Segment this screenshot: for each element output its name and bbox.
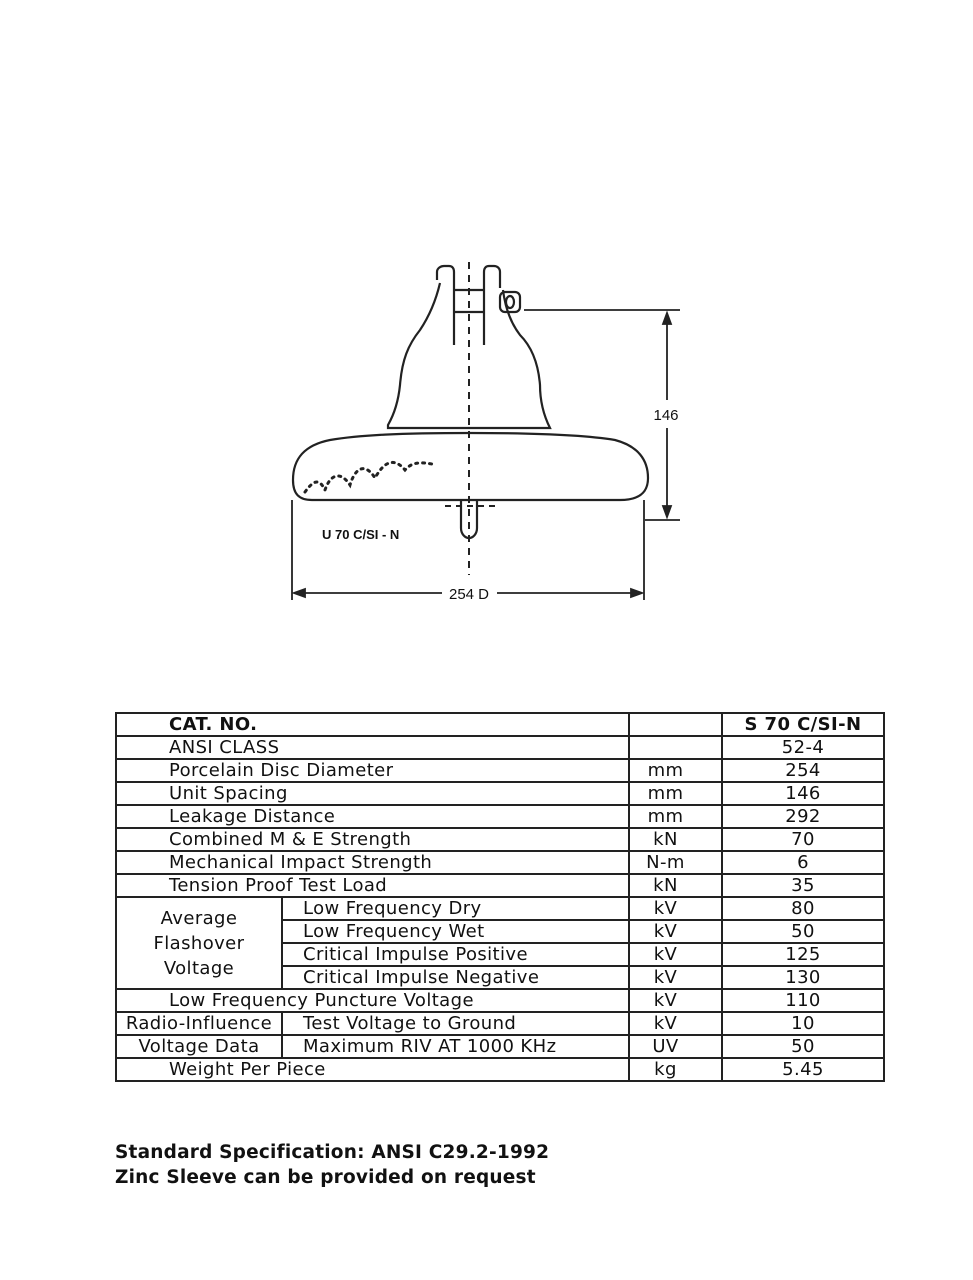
table-header-row: CAT. NO. S 70 C/SI-N (115, 712, 885, 737)
row-value: 254 (721, 758, 885, 783)
row-unit: kV (628, 896, 723, 921)
row-label: Porcelain Disc Diameter (115, 758, 630, 783)
row-unit (628, 735, 723, 760)
row-unit: kg (628, 1057, 723, 1082)
row-unit: kV (628, 942, 723, 967)
table-row: Low Frequency Wet kV 50 (116, 919, 885, 944)
row-value: 125 (721, 942, 885, 967)
riv-group-label: Voltage Data (115, 1034, 283, 1059)
table-row: Voltage Data Maximum RIV AT 1000 KHz UV … (115, 1034, 885, 1059)
row-unit: kN (628, 827, 723, 852)
table-row: Average Flashover Voltage Low Frequency … (115, 896, 885, 990)
flashover-group-line: Average (160, 907, 238, 929)
riv-group-label: Radio-Influence (115, 1011, 283, 1036)
table-row: Radio-Influence Test Voltage to Ground k… (115, 1011, 885, 1036)
row-unit: UV (628, 1034, 723, 1059)
row-unit: N-m (628, 850, 723, 875)
row-value: 130 (721, 965, 885, 990)
row-label: Low Frequency Dry (281, 896, 630, 921)
disc-ribs-detail (303, 461, 434, 494)
row-unit: mm (628, 758, 723, 783)
row-value: 50 (721, 1034, 885, 1059)
table-row: Weight Per Piece kg 5.45 (115, 1057, 885, 1082)
table-row: Combined M & E Strength kN 70 (115, 827, 885, 852)
row-unit: mm (628, 804, 723, 829)
height-dimension-label: 146 (653, 407, 678, 424)
table-row: Low Frequency Puncture Voltage kV 110 (115, 988, 885, 1013)
row-label: Combined M & E Strength (115, 827, 630, 852)
table-row: Critical Impulse Positive kV 125 (116, 942, 885, 967)
table-row: Unit Spacing mm 146 (115, 781, 885, 806)
cat-no-unit (628, 712, 723, 737)
flashover-group-line: Voltage (163, 957, 235, 979)
part-label: U 70 C/SI - N (322, 527, 399, 542)
row-value: 6 (721, 850, 885, 875)
table-row: Porcelain Disc Diameter mm 254 (115, 758, 885, 783)
diameter-dimension-label: 254 D (449, 586, 489, 603)
row-value: 80 (721, 896, 885, 921)
row-label: Critical Impulse Negative (281, 965, 630, 990)
table-row: ANSI CLASS 52-4 (115, 735, 885, 760)
row-label: Tension Proof Test Load (115, 873, 630, 898)
table-row: Critical Impulse Negative kV 130 (116, 965, 885, 990)
clevis-right-prong (482, 264, 502, 345)
clevis-left-prong (435, 264, 456, 345)
insulator-drawing: 146 254 D U 70 C/SI - N (291, 262, 680, 603)
row-label: Critical Impulse Positive (281, 942, 630, 967)
zinc-sleeve-note: Zinc Sleeve can be provided on request (115, 1167, 536, 1188)
row-label: Test Voltage to Ground (281, 1011, 630, 1036)
row-unit: kV (628, 965, 723, 990)
row-label: Maximum RIV AT 1000 KHz (281, 1034, 630, 1059)
row-label: Mechanical Impact Strength (115, 850, 630, 875)
row-value: 10 (721, 1011, 885, 1036)
row-value: 292 (721, 804, 885, 829)
row-value: 70 (721, 827, 885, 852)
row-unit: kV (628, 1011, 723, 1036)
standard-specification-note: Standard Specification: ANSI C29.2-1992 (115, 1142, 550, 1163)
table-row: Mechanical Impact Strength N-m 6 (115, 850, 885, 875)
row-value: 35 (721, 873, 885, 898)
row-unit: mm (628, 781, 723, 806)
table-row: Leakage Distance mm 292 (115, 804, 885, 829)
row-value: 5.45 (721, 1057, 885, 1082)
table-row: Tension Proof Test Load kN 35 (115, 873, 885, 898)
row-unit: kN (628, 873, 723, 898)
row-value: 146 (721, 781, 885, 806)
row-label: Weight Per Piece (115, 1057, 630, 1082)
cat-no-value: S 70 C/SI-N (721, 712, 885, 737)
row-label: Low Frequency Wet (281, 919, 630, 944)
row-value: 110 (721, 988, 885, 1013)
flashover-group-label: Average Flashover Voltage (115, 896, 283, 990)
specification-table: CAT. NO. S 70 C/SI-N ANSI CLASS 52-4 Por… (115, 712, 885, 1082)
insulator-cap-outline (386, 282, 552, 430)
flashover-group-line: Flashover (153, 932, 245, 954)
cat-no-label: CAT. NO. (115, 712, 630, 737)
row-unit: kV (628, 988, 723, 1013)
row-unit: kV (628, 919, 723, 944)
porcelain-disc-outline (291, 431, 650, 502)
row-label: Leakage Distance (115, 804, 630, 829)
row-label: Low Frequency Puncture Voltage (115, 988, 630, 1013)
row-label: Unit Spacing (115, 781, 630, 806)
notes: Standard Specification: ANSI C29.2-1992 … (115, 1140, 549, 1190)
row-value: 50 (721, 919, 885, 944)
row-label: ANSI CLASS (115, 735, 630, 760)
row-value: 52-4 (721, 735, 885, 760)
cotter-pin (498, 290, 522, 314)
